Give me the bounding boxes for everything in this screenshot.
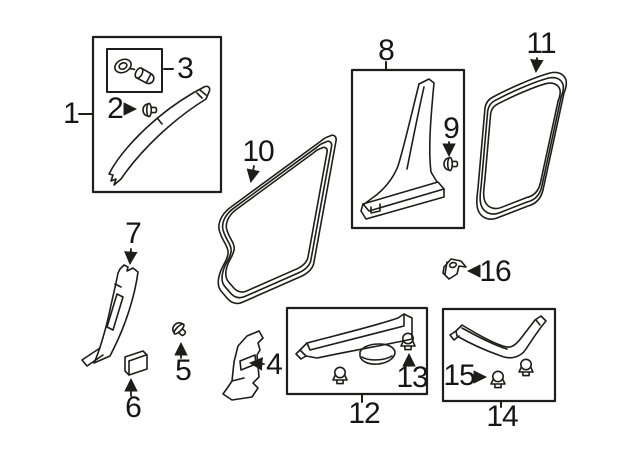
- front-sill-plate-drawing: [296, 314, 412, 364]
- bracket-16-drawing: [443, 259, 466, 279]
- callout-14[interactable]: 14: [486, 400, 518, 433]
- callout-16[interactable]: 16: [479, 255, 511, 288]
- callout-5[interactable]: 5: [175, 354, 192, 387]
- callout-9[interactable]: 9: [443, 112, 460, 145]
- part-8-group-box: [352, 70, 464, 228]
- part-14-group-box: [443, 309, 555, 401]
- a-pillar-lower-trim-drawing: [82, 265, 138, 366]
- b-pillar-trim-drawing: [361, 79, 444, 219]
- arrow-10: [246, 166, 260, 183]
- callout-8[interactable]: 8: [378, 34, 395, 67]
- pillar-cap-drawing: [125, 351, 147, 375]
- callout-7[interactable]: 7: [125, 217, 142, 250]
- arrow-4: [248, 357, 264, 371]
- rear-sill-trim-drawing: [450, 316, 546, 358]
- screw-fastener-drawing: [134, 67, 156, 86]
- callout-1[interactable]: 1: [63, 97, 80, 130]
- a-pillar-garnish-drawing: [109, 86, 210, 185]
- clip-13-drawing: [400, 332, 416, 351]
- clip-2-drawing: [142, 102, 158, 118]
- callout-12[interactable]: 12: [348, 397, 380, 430]
- callout-2[interactable]: 2: [107, 92, 124, 125]
- callout-10[interactable]: 10: [242, 135, 274, 168]
- callout-15[interactable]: 15: [443, 359, 475, 392]
- rear-door-seal-drawing: [477, 72, 567, 219]
- front-door-seal-drawing: [218, 135, 336, 303]
- callout-3[interactable]: 3: [177, 52, 194, 85]
- grommet-fastener-drawing: [113, 56, 135, 76]
- rear-sill-clip-drawing: [518, 358, 534, 377]
- part-1-group-box: [93, 37, 221, 192]
- callout-13[interactable]: 13: [396, 361, 428, 394]
- callout-6[interactable]: 6: [125, 391, 142, 424]
- sill-clip-drawing: [332, 366, 348, 385]
- arrow-11: [530, 58, 544, 74]
- callout-11[interactable]: 11: [526, 27, 556, 60]
- arrow-7: [124, 249, 138, 266]
- clip-15-drawing: [490, 370, 506, 389]
- clip-9-drawing: [443, 156, 459, 172]
- clip-5-drawing: [169, 319, 190, 340]
- leader-lines: [79, 62, 501, 407]
- arrows: [123, 58, 544, 396]
- callout-4[interactable]: 4: [266, 348, 283, 381]
- part-12-group-box: [287, 308, 427, 394]
